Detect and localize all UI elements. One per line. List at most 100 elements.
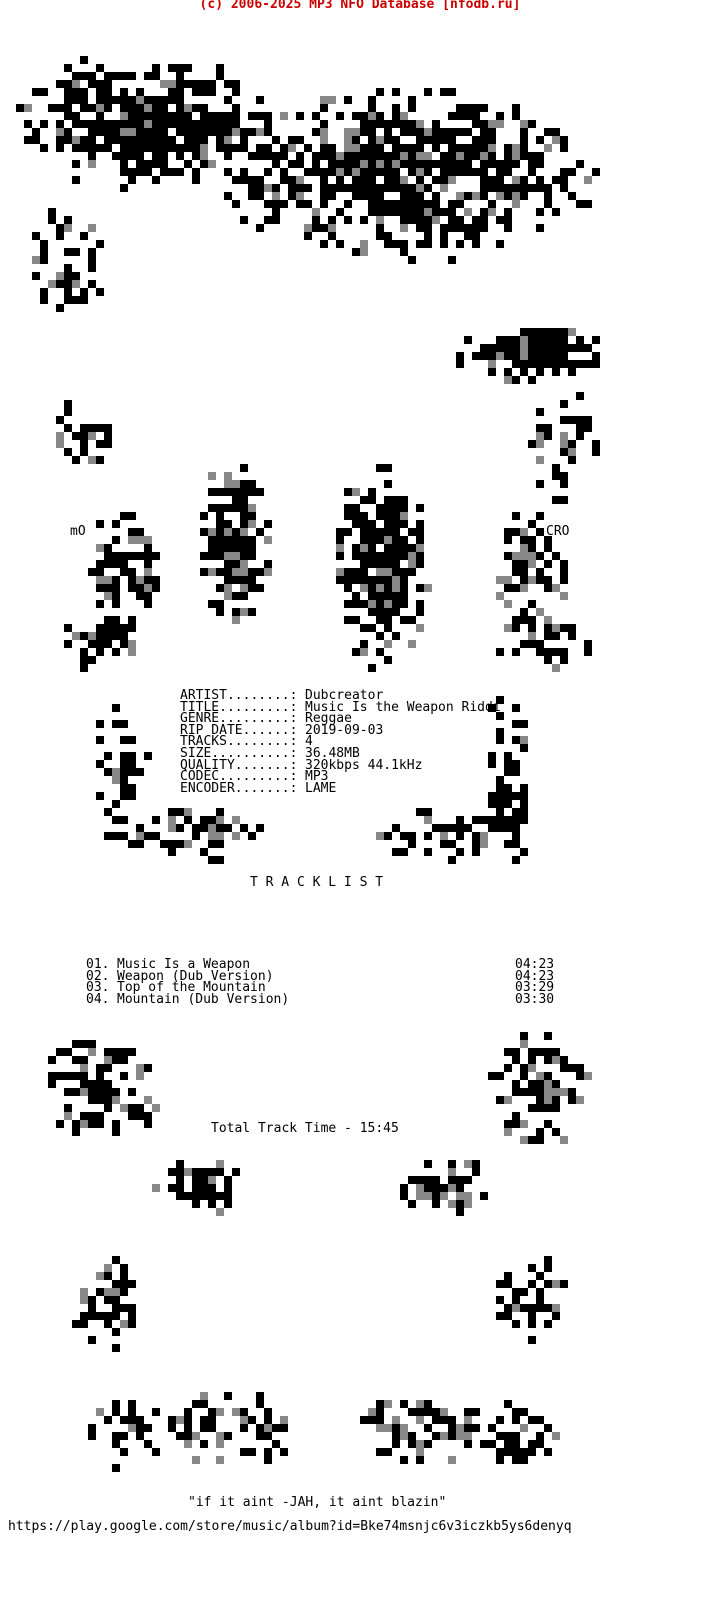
- art-block: [376, 112, 384, 120]
- art-block: [80, 448, 88, 456]
- art-block: [40, 240, 48, 248]
- art-block: [328, 152, 336, 160]
- art-block: [544, 1120, 552, 1128]
- art-block: [80, 1080, 88, 1088]
- art-block: [512, 512, 520, 520]
- art-block: [160, 136, 168, 144]
- art-block: [272, 216, 280, 224]
- art-block: [96, 568, 104, 576]
- art-block: [496, 808, 504, 816]
- art-block: [104, 632, 112, 640]
- art-block: [488, 200, 496, 208]
- art-block: [144, 112, 152, 120]
- art-block: [384, 520, 392, 528]
- art-block: [328, 184, 336, 192]
- art-block: [584, 416, 592, 424]
- art-block: [160, 80, 168, 88]
- art-block: [520, 1088, 528, 1096]
- art-block: [104, 1288, 112, 1296]
- art-block: [200, 88, 208, 96]
- art-block: [240, 128, 248, 136]
- art-block: [400, 184, 408, 192]
- art-block: [184, 144, 192, 152]
- art-block: [496, 712, 504, 720]
- art-block: [240, 592, 248, 600]
- art-block: [232, 528, 240, 536]
- art-block: [328, 192, 336, 200]
- art-block: [32, 88, 40, 96]
- art-block: [528, 1264, 536, 1272]
- art-block: [80, 1088, 88, 1096]
- art-block: [144, 1440, 152, 1448]
- art-block: [192, 1168, 200, 1176]
- art-block: [200, 80, 208, 88]
- art-block: [552, 128, 560, 136]
- art-block: [376, 136, 384, 144]
- art-block: [448, 1456, 456, 1464]
- art-block: [448, 224, 456, 232]
- art-block: [400, 520, 408, 528]
- art-block: [240, 520, 248, 528]
- store-link[interactable]: https://play.google.com/store/music/albu…: [8, 1519, 572, 1534]
- art-block: [80, 296, 88, 304]
- art-block: [72, 136, 80, 144]
- art-block: [168, 1424, 176, 1432]
- art-block: [48, 104, 56, 112]
- art-block: [120, 136, 128, 144]
- art-block: [64, 1088, 72, 1096]
- art-block: [144, 168, 152, 176]
- art-block: [488, 360, 496, 368]
- art-block: [216, 600, 224, 608]
- art-block: [312, 168, 320, 176]
- art-block: [200, 1184, 208, 1192]
- art-block: [520, 744, 528, 752]
- art-block: [520, 128, 528, 136]
- art-block: [152, 576, 160, 584]
- art-block: [384, 592, 392, 600]
- art-block: [352, 160, 360, 168]
- art-block: [544, 1032, 552, 1040]
- art-block: [240, 584, 248, 592]
- art-block: [88, 1096, 96, 1104]
- art-block: [112, 1408, 120, 1416]
- art-block: [336, 168, 344, 176]
- art-block: [192, 128, 200, 136]
- art-block: [376, 584, 384, 592]
- art-block: [360, 112, 368, 120]
- art-block: [368, 160, 376, 168]
- art-block: [400, 1400, 408, 1408]
- art-block: [192, 832, 200, 840]
- art-block: [248, 480, 256, 488]
- art-block: [544, 192, 552, 200]
- art-block: [136, 1072, 144, 1080]
- art-block: [392, 168, 400, 176]
- art-block: [392, 608, 400, 616]
- art-block: [544, 1320, 552, 1328]
- art-block: [400, 616, 408, 624]
- art-block: [504, 1280, 512, 1288]
- art-block: [536, 608, 544, 616]
- art-signature-left: mO: [70, 524, 86, 539]
- art-block: [176, 128, 184, 136]
- art-block: [376, 224, 384, 232]
- art-block: [416, 504, 424, 512]
- art-block: [544, 1048, 552, 1056]
- art-block: [216, 856, 224, 864]
- art-block: [120, 552, 128, 560]
- art-block: [568, 448, 576, 456]
- art-block: [520, 328, 528, 336]
- art-block: [488, 1440, 496, 1448]
- art-block: [568, 360, 576, 368]
- art-block: [192, 1400, 200, 1408]
- art-block: [360, 144, 368, 152]
- art-block: [384, 1400, 392, 1408]
- art-block: [112, 1304, 120, 1312]
- art-block: [152, 1408, 160, 1416]
- art-block: [528, 1088, 536, 1096]
- art-block: [232, 536, 240, 544]
- art-block: [592, 352, 600, 360]
- art-block: [496, 776, 504, 784]
- art-block: [88, 1048, 96, 1056]
- art-block: [504, 1128, 512, 1136]
- art-block: [32, 136, 40, 144]
